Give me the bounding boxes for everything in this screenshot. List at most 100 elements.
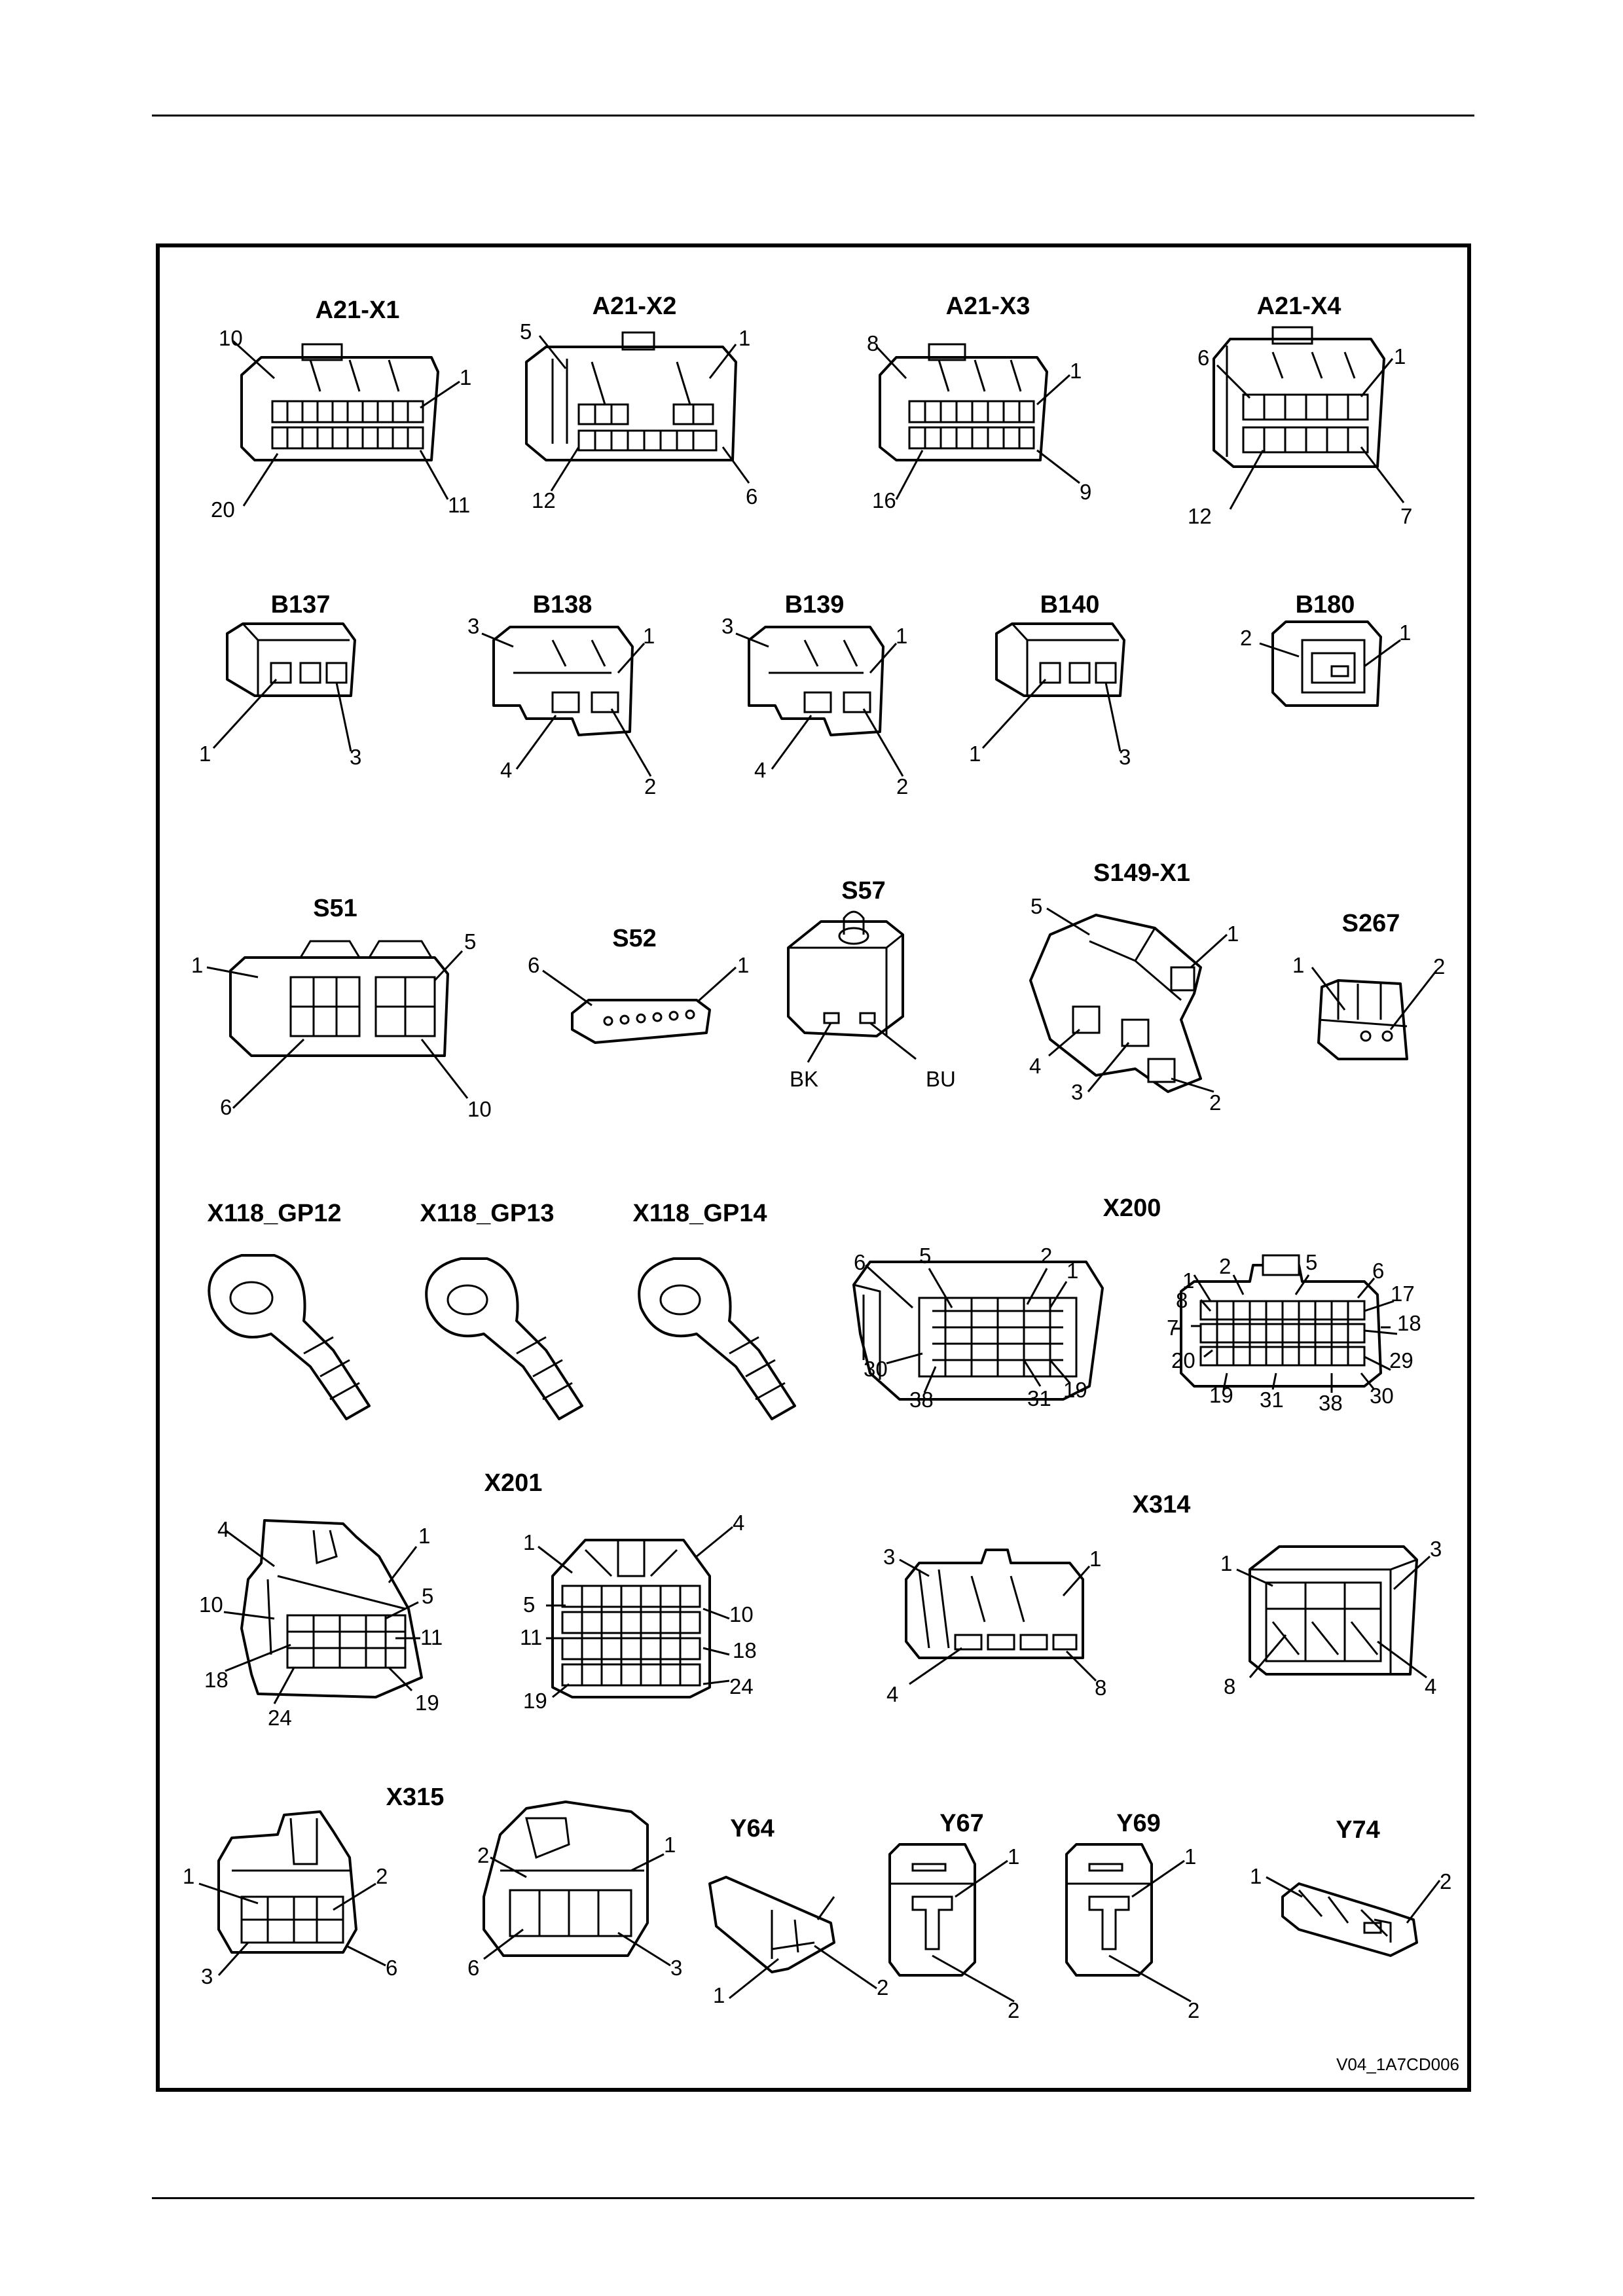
pin-label: 4 (217, 1517, 229, 1541)
pin-label: 1 (191, 953, 203, 977)
connector-title: X200 (1103, 1194, 1161, 1222)
pin-label: 29 (1389, 1348, 1413, 1372)
pin-label: 18 (733, 1638, 757, 1662)
pin-label: 8 (867, 331, 879, 355)
pin-label: 2 (1209, 1090, 1221, 1115)
pin-label: 2 (1440, 1869, 1451, 1893)
connector-title: X315 (386, 1784, 445, 1811)
pin-label: 2 (644, 774, 656, 798)
connector-s52: S52 6 1 (528, 925, 749, 1044)
pin-label: 1 (737, 953, 749, 977)
pin-label: 1 (969, 742, 981, 766)
pin-label: 12 (1188, 504, 1212, 528)
pin-label: BK (790, 1067, 818, 1091)
connector-title: B180 (1296, 591, 1355, 619)
pin-label: 5 (520, 319, 532, 344)
pin-label: 5 (1030, 894, 1042, 918)
pin-label: 11 (448, 493, 470, 517)
pin-label: 3 (1119, 745, 1131, 769)
connector-title: A21-X3 (946, 293, 1030, 320)
pin-label: 7 (1400, 504, 1412, 528)
pin-label: 2 (1008, 1998, 1019, 2022)
connector-b139: B139 3 1 4 2 (721, 591, 908, 798)
pin-label: 10 (199, 1592, 223, 1617)
pin-label: 2 (877, 1975, 888, 2000)
connector-title: Y74 (1336, 1816, 1380, 1844)
connector-title: B138 (533, 591, 593, 619)
pin-label: 9 (1080, 480, 1091, 504)
connector-b180: B180 2 1 (1240, 591, 1411, 707)
pin-label: 3 (1430, 1537, 1442, 1561)
pin-label: 38 (909, 1388, 934, 1412)
pin-label: 8 (1224, 1674, 1235, 1698)
connector-title: Y64 (730, 1815, 775, 1842)
pin-label: 20 (211, 497, 235, 522)
connector-y64: Y64 1 2 (708, 1815, 888, 2007)
pin-label: 3 (883, 1545, 895, 1569)
pin-label: 1 (1394, 344, 1406, 368)
pin-label: 5 (523, 1592, 535, 1617)
pin-label: 5 (919, 1244, 931, 1268)
pin-label: 20 (1171, 1348, 1195, 1372)
pin-label: 16 (872, 488, 896, 512)
connector-title: X314 (1133, 1491, 1191, 1518)
pin-label: 1 (1220, 1551, 1232, 1575)
pin-label: 12 (532, 488, 556, 512)
connector-title: Y67 (939, 1810, 984, 1837)
pin-label: 2 (1040, 1244, 1052, 1268)
pin-label: 1 (183, 1864, 194, 1888)
connector-title: S57 (841, 877, 886, 905)
pin-label: 5 (1305, 1250, 1317, 1274)
pin-label: 1 (1250, 1864, 1262, 1888)
connector-title: X118_GP13 (420, 1200, 555, 1227)
connector-title: B139 (785, 591, 845, 619)
pin-label: 1 (1070, 359, 1082, 383)
connector-y67: Y67 1 2 (888, 1810, 1019, 2022)
connector-title: S51 (313, 895, 357, 922)
pin-label: 1 (418, 1524, 430, 1548)
pin-label: 3 (350, 745, 361, 769)
pin-label: 5 (422, 1584, 433, 1608)
pin-label: 8 (1095, 1676, 1106, 1700)
connector-title: B137 (271, 591, 331, 619)
pin-label: 31 (1027, 1386, 1051, 1410)
pin-label: BU (926, 1067, 956, 1091)
pin-label: 5 (464, 929, 476, 954)
pin-label: 18 (204, 1668, 228, 1692)
connector-x314: X314 3 1 4 8 1 3 8 4 (883, 1491, 1442, 1706)
connector-s267: S267 1 2 (1292, 910, 1445, 1060)
pin-label: 7 (1167, 1316, 1178, 1340)
pin-label: 2 (1188, 1998, 1199, 2022)
connector-x118gp14: X118_GP14 (633, 1200, 796, 1420)
connector-title: S149-X1 (1093, 859, 1190, 887)
pin-label: 3 (467, 614, 479, 638)
pin-label: 1 (1067, 1259, 1078, 1283)
connector-y74: Y74 1 2 (1250, 1816, 1451, 1957)
pin-label: 6 (220, 1095, 232, 1119)
pin-label: 1 (1184, 1844, 1196, 1869)
pin-label: 4 (1425, 1674, 1436, 1698)
pin-label: 2 (1240, 626, 1252, 650)
pin-label: 6 (467, 1956, 479, 1980)
pin-label: 1 (896, 624, 907, 648)
connector-title: X118_GP14 (633, 1200, 767, 1227)
pin-label: 6 (746, 484, 757, 509)
pin-label: 3 (721, 614, 733, 638)
pin-label: 1 (523, 1530, 535, 1554)
connector-x200: X200 6 5 2 1 30 38 31 19 2 5 6 1 17 8 18… (852, 1194, 1421, 1415)
pin-label: 2 (1433, 954, 1445, 978)
pin-label: 4 (754, 758, 766, 782)
pin-label: 3 (670, 1956, 682, 1980)
pin-label: 1 (1008, 1844, 1019, 1869)
pin-label: 2 (376, 1864, 388, 1888)
connector-x118gp12: X118_GP12 (208, 1200, 371, 1420)
pin-label: 10 (219, 326, 243, 350)
connector-x118gp13: X118_GP13 (420, 1200, 583, 1420)
pin-label: 19 (523, 1689, 547, 1713)
connector-title: B140 (1040, 591, 1100, 619)
connector-s57: S57 BK BU (787, 877, 956, 1091)
pin-label: 2 (896, 774, 908, 798)
pin-label: 3 (201, 1964, 213, 1988)
connector-a21x2: A21-X2 5 1 12 6 (520, 293, 757, 512)
pin-label: 1 (1292, 953, 1304, 977)
